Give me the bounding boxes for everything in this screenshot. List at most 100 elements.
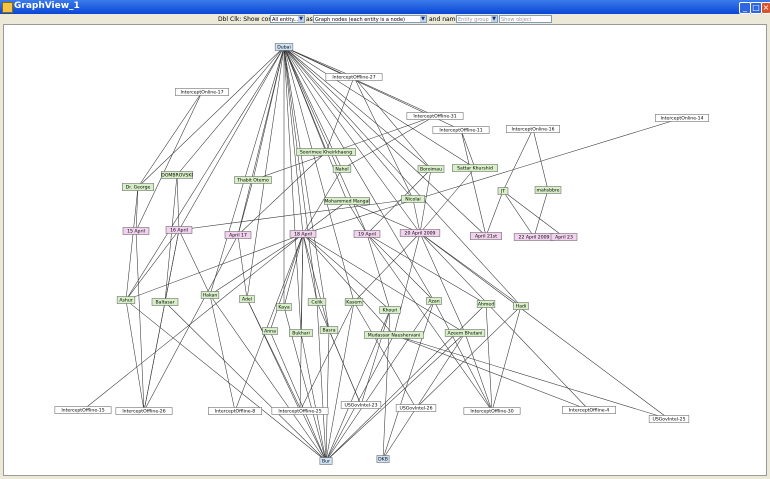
node-box (325, 73, 383, 81)
node-label: Kasem (346, 300, 362, 306)
graph-node-io31[interactable]: InterceptOffline-31 (406, 112, 464, 120)
node-label: 16 April (170, 228, 188, 234)
edge-d15-io26 (135, 230, 145, 412)
graph-node-d23[interactable]: April 23 (550, 233, 578, 241)
node-label: Thabit Otemo (236, 178, 269, 184)
node-box (426, 297, 442, 305)
node-label: InterceptOffline-25 (278, 409, 321, 415)
graph-node-ahmed[interactable]: Ahmed (476, 300, 496, 308)
edge-d18-kaya (283, 233, 304, 308)
graph-node-anna[interactable]: Anna (262, 327, 278, 335)
node-box (122, 227, 150, 235)
edge-d19-azan (366, 233, 435, 302)
node-label: Hadi (516, 304, 526, 310)
edge-khouri-usg23 (360, 309, 391, 406)
graph-node-jt[interactable]: JT (497, 187, 509, 195)
graph-node-ashur[interactable]: Ashur (116, 296, 136, 304)
graph-node-drgeorge[interactable]: Dr. George (122, 183, 154, 191)
graph-node-bur[interactable]: Bur (319, 457, 333, 465)
node-label: Kaya (278, 305, 289, 311)
graph-node-usg25[interactable]: USGovIntel-25 (648, 415, 690, 423)
edge-dubai-d17 (237, 46, 285, 236)
graph-node-io25[interactable]: InterceptOffline-25 (271, 407, 329, 415)
mode-select[interactable]: Graph nodes (each entity is a node) ▼ (313, 15, 427, 23)
node-label: DOMBROVSKI (161, 173, 192, 179)
edge-d19-ahmed (366, 233, 487, 305)
graph-node-ion17[interactable]: InterceptOnline-17 (175, 88, 229, 96)
edge-d20-hadi (419, 232, 522, 307)
graph-svg[interactable]: DubaiInterceptOffline-27InterceptOnline-… (4, 25, 766, 475)
graph-node-io30[interactable]: InterceptOffline-30 (463, 407, 521, 415)
graph-node-mudassar[interactable]: Mudassar Naushervani (364, 331, 424, 339)
graph-node-dkb[interactable]: DKB (376, 455, 390, 463)
graph-node-nahol[interactable]: Nahol (332, 165, 352, 173)
node-box (452, 164, 498, 172)
graph-node-d18[interactable]: 18 April (289, 230, 317, 238)
graph-node-dombrovski[interactable]: DOMBROVSKI (161, 171, 193, 179)
edge-io27-nicolai (353, 76, 414, 200)
graph-node-d19[interactable]: 19 April (353, 230, 381, 238)
graph-node-d15[interactable]: 15 April (122, 227, 150, 235)
graph-node-io4[interactable]: InterceptOffline-4 (562, 406, 616, 414)
graph-node-sattar[interactable]: Sattar Khurshid (452, 164, 498, 172)
graph-node-ion16[interactable]: InterceptOnline-16 (506, 125, 560, 133)
node-box (432, 126, 490, 134)
graph-node-io27[interactable]: InterceptOffline-27 (325, 73, 383, 81)
edge-d18-anna (269, 233, 304, 332)
graph-node-kaya[interactable]: Kaya (276, 303, 292, 311)
graph-node-hakan[interactable]: Hakan (200, 291, 220, 299)
graph-node-bukhari[interactable]: Bukhari (289, 329, 313, 337)
name-as-label: and name as (429, 16, 468, 23)
graph-node-usg26[interactable]: USGovIntel-26 (395, 404, 437, 412)
graph-node-azan[interactable]: Azan (426, 297, 442, 305)
edge-dubai-hadi (283, 46, 522, 307)
graph-node-io8[interactable]: InterceptOffline-8 (208, 407, 262, 415)
name-select[interactable]: Entity group ▼ (456, 15, 498, 23)
graph-node-mohammed[interactable]: Mohammed Mangal (324, 197, 370, 205)
graph-node-hadi[interactable]: Hadi (513, 302, 529, 310)
edge-dubai-nicolai (283, 46, 414, 200)
edge-ion17-d15 (135, 91, 203, 232)
graph-node-d17[interactable]: April 17 (224, 231, 252, 239)
mode-select-value: Graph nodes (each entity is a node) (315, 17, 405, 23)
edge-dubai-mohammed (283, 46, 348, 202)
graph-node-adel[interactable]: Adel (239, 295, 255, 303)
edge-io31-nahol (341, 115, 436, 170)
graph-node-thabit[interactable]: Thabit Otemo (234, 176, 272, 184)
connected-select[interactable]: All entity... ▼ (270, 15, 305, 23)
graph-node-basra[interactable]: Basra (319, 326, 339, 334)
graph-node-io15[interactable]: InterceptOffline-15 (54, 406, 112, 414)
edge-azeem-bur (325, 332, 466, 462)
edge-dubai-celik (283, 46, 318, 303)
edge-drgeorge-d15 (135, 186, 139, 232)
graph-node-dubai[interactable]: Dubai (274, 43, 294, 51)
graph-node-baltasar[interactable]: Baltasar (151, 298, 179, 306)
edge-boroimau-d20 (419, 168, 432, 234)
graph-node-d20[interactable]: 20 April 2009 (399, 229, 441, 237)
graph-node-soorimee[interactable]: Soorimee Kheirkhaeng (296, 148, 356, 156)
graph-node-io11[interactable]: InterceptOffline-11 (432, 126, 490, 134)
graph-node-mahsbbre[interactable]: mahsbbre (534, 186, 562, 194)
show-object-placeholder: Show object (501, 17, 532, 23)
graph-node-usg23[interactable]: USGovIntel-23 (340, 401, 382, 409)
graph-node-azeem[interactable]: Azeem Bhutani (444, 329, 486, 337)
graph-node-d21[interactable]: April 21st (470, 232, 502, 240)
graph-node-d22[interactable]: 22 April 2009 (513, 233, 555, 241)
edge-d19-io30 (366, 233, 493, 412)
graph-node-io26[interactable]: InterceptOffline-26 (115, 407, 173, 415)
node-box (307, 298, 327, 306)
graph-node-d16[interactable]: 16 April (165, 226, 193, 234)
graph-node-kasem[interactable]: Kasem (344, 298, 364, 306)
graph-node-ion14[interactable]: InterceptOnline-14 (655, 114, 709, 122)
close-icon[interactable]: × (761, 2, 770, 14)
graph-node-celik[interactable]: Celik (307, 298, 327, 306)
edge-azeem-io30 (464, 332, 493, 412)
node-box (234, 176, 272, 184)
edge-dubai-io27 (283, 46, 355, 78)
node-box (324, 197, 370, 205)
show-object-input[interactable]: Show object (499, 15, 552, 23)
graph-node-nicolai[interactable]: Nicolai (401, 195, 425, 203)
graph-node-boroimau[interactable]: Boroimau (417, 165, 445, 173)
graph-node-khouri[interactable]: Khouri (379, 306, 401, 314)
